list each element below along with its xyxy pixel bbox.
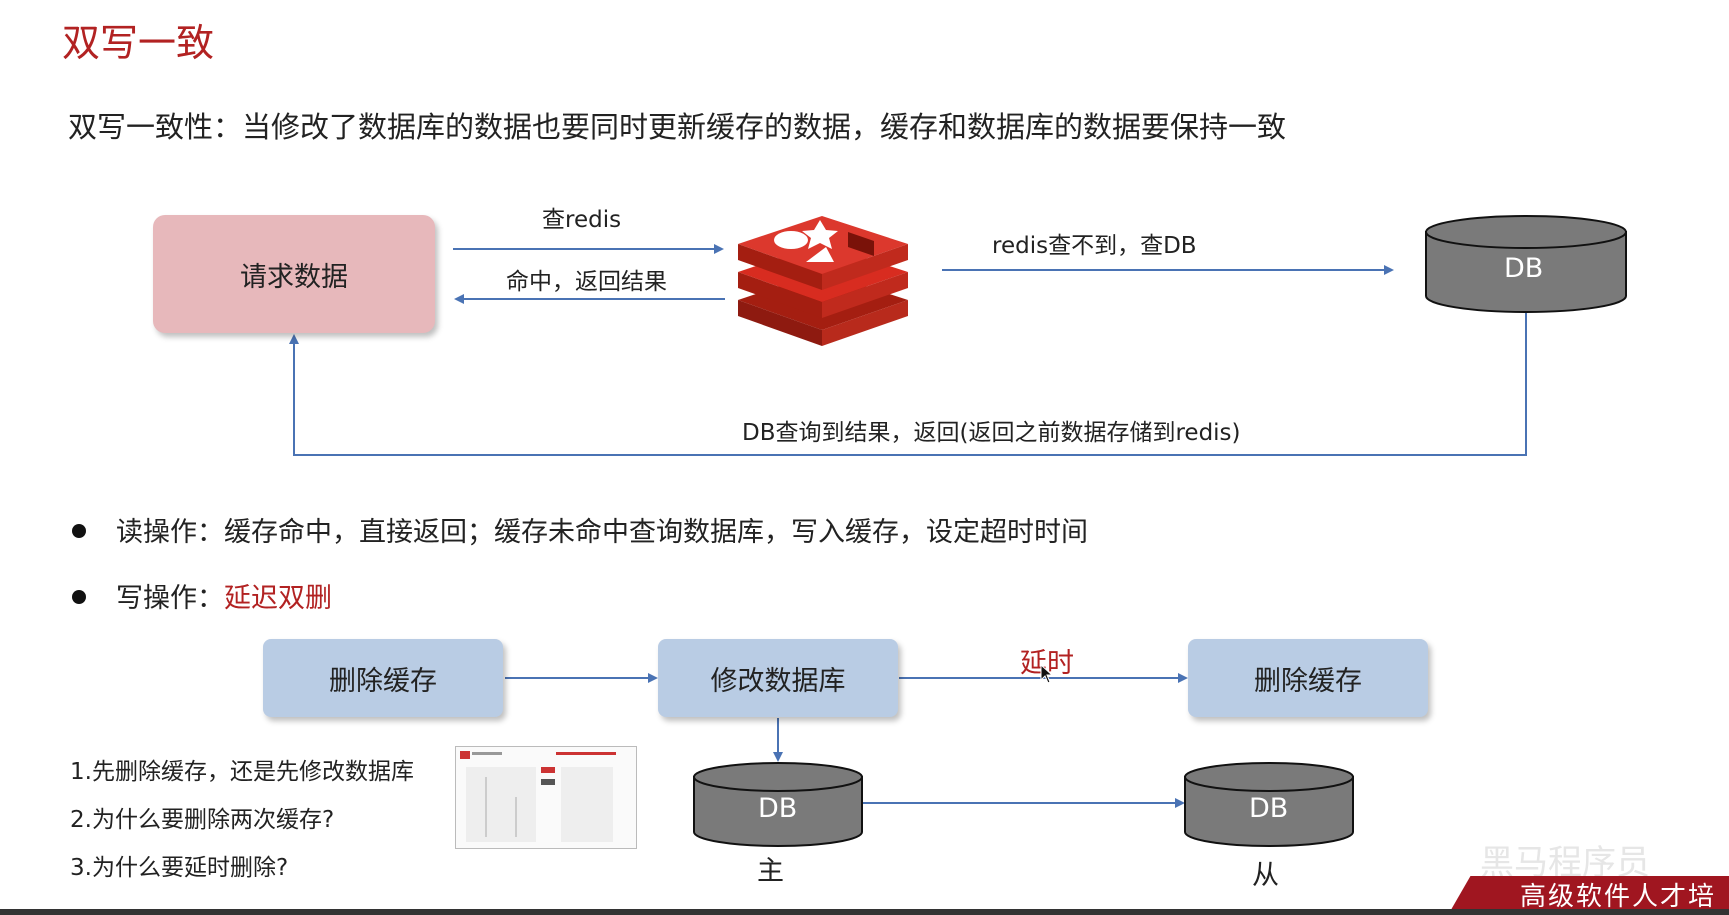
redis-miss-label: redis查不到，查DB [992,233,1197,259]
request-data-box: 请求数据 [153,215,435,333]
slave-label: 从 [1252,860,1279,891]
bullet-read: 读操作：缓存命中，直接返回；缓存未命中查询数据库，写入缓存，设定超时时间 [72,510,1088,549]
page-title: 双写一致 [62,21,215,65]
brand-banner [1448,876,1729,915]
question-1: 1.先删除缓存，还是先修改数据库 [70,759,414,785]
delete-cache-box-2: 删除缓存 [1188,639,1428,717]
modify-db-box: 修改数据库 [658,639,898,717]
master-label: 主 [757,856,784,887]
request-data-label: 请求数据 [240,261,348,293]
delete-cache-box-1: 删除缓存 [263,639,503,717]
redis-logo-icon [738,216,908,346]
arrow-db-return [289,312,1527,456]
thumbnail-preview-icon [460,751,616,842]
read-label: 读操作： [116,517,224,548]
mouse-cursor-icon [1040,664,1054,684]
db-return-label: DB查询到结果，返回(返回之前数据存储到redis) [742,420,1241,446]
delete-cache-label-2: 删除缓存 [1254,665,1362,697]
hit-return-label: 命中，返回结果 [506,269,667,295]
bottom-bar [0,909,1729,915]
query-redis-label: 查redis [542,207,622,233]
brand-banner-text: 高级软件人才培 [1520,882,1717,912]
question-3: 3.为什么要延时删除? [70,855,289,881]
page-subtitle: 双写一致性：当修改了数据库的数据也要同时更新缓存的数据，缓存和数据库的数据要保持… [68,110,1287,144]
read-text: 缓存命中，直接返回；缓存未命中查询数据库，写入缓存，设定超时时间 [224,517,1088,548]
question-2: 2.为什么要删除两次缓存? [70,807,335,833]
modify-db-label: 修改数据库 [710,665,846,697]
delete-cache-label-1: 删除缓存 [329,665,437,697]
write-text: 延迟双删 [224,583,332,614]
slide-thumbnail [455,746,637,849]
db-label: DB [1504,253,1544,284]
db-slave-icon [1184,762,1354,847]
write-label: 写操作： [116,583,224,614]
db-master-label: DB [758,793,798,824]
db-cylinder-icon [1425,215,1627,313]
db-master-icon [693,762,863,847]
bullet-write: 写操作：延迟双删 [72,576,332,615]
bullet-dot-icon [72,523,86,538]
bullet-dot-icon [72,589,86,604]
db-slave-label: DB [1249,793,1289,824]
